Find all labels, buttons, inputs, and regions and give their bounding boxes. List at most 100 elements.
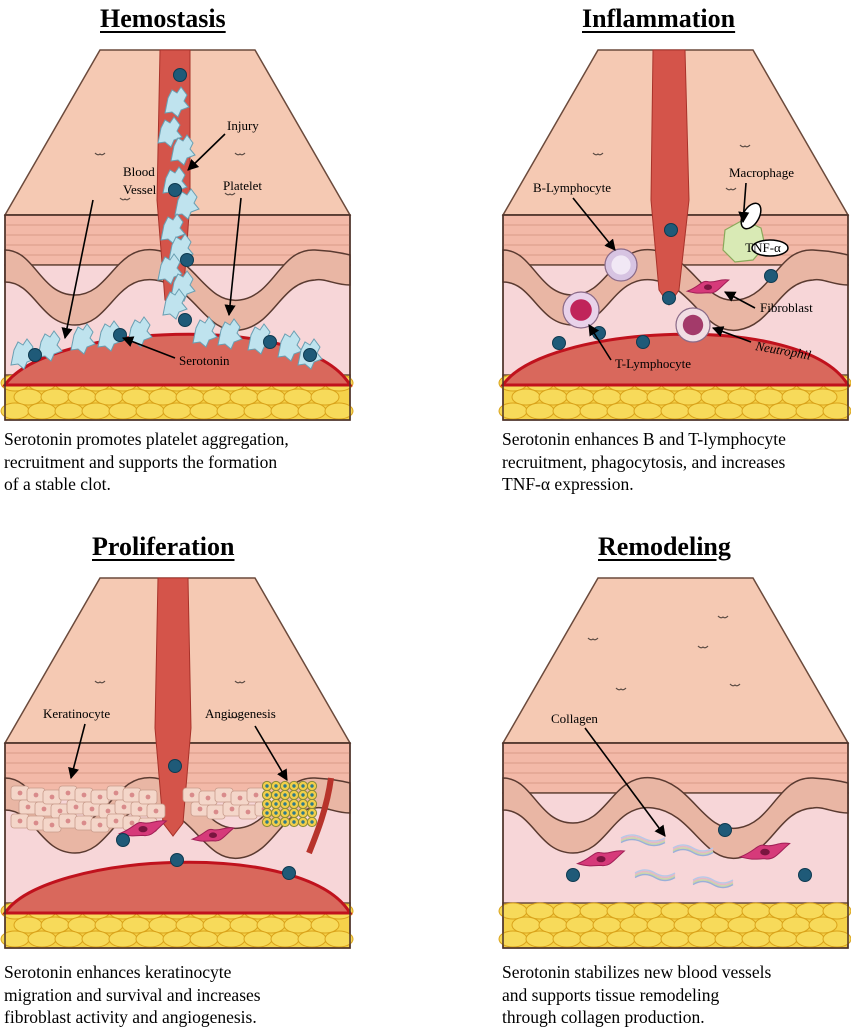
fat-cell — [175, 916, 205, 934]
fat-cell — [795, 402, 825, 420]
fat-cell — [727, 388, 757, 406]
endothelial-nucleus — [292, 793, 296, 797]
fat-cell — [189, 402, 219, 420]
panel-title-remodeling: Remodeling — [598, 532, 731, 561]
keratinocyte-nucleus — [189, 792, 195, 798]
endothelial-nucleus — [301, 793, 305, 797]
wound-injury — [154, 577, 192, 837]
keratinocyte-nucleus — [105, 808, 111, 814]
caption-line: recruitment, phagocytosis, and increases — [502, 451, 786, 472]
endothelial-nucleus — [283, 802, 287, 806]
fat-cell — [256, 916, 286, 934]
fat-cell — [822, 902, 851, 920]
endothelial-nucleus — [265, 802, 269, 806]
fat-cell — [40, 916, 70, 934]
skin-mark — [739, 144, 751, 148]
neutrophil-cell-nucleus — [682, 314, 704, 336]
fat-cell — [162, 930, 192, 948]
fat-cell — [310, 388, 340, 406]
fat-cell — [162, 402, 192, 420]
platelet-cell — [37, 330, 63, 362]
skin-mark — [234, 680, 246, 684]
fat-cell — [216, 930, 246, 948]
keratinocyte-nucleus — [33, 820, 39, 826]
b-lymphocyte-arrow — [572, 197, 616, 251]
new-vessel — [306, 777, 334, 855]
fat-cell — [13, 916, 43, 934]
fat-cell — [822, 930, 851, 948]
keratinocyte-nucleus — [17, 790, 23, 796]
keratinocyte-nucleus — [237, 795, 243, 801]
endothelial-nucleus — [283, 793, 287, 797]
fat-cell — [283, 916, 313, 934]
fat-cell — [646, 916, 676, 934]
angiogenesis-arrow — [254, 725, 288, 781]
keratinocyte-nucleus — [81, 792, 87, 798]
caption-inflammation: Serotonin enhances B and T-lymphocyte re… — [502, 428, 851, 496]
fat-cell — [135, 402, 165, 420]
caption-remodeling: Serotonin stabilizes new blood vessels a… — [502, 961, 851, 1029]
collagen-fiber — [634, 870, 676, 879]
platelet-cell — [170, 134, 196, 166]
collagen-fiber — [620, 835, 666, 844]
skin-mark — [224, 192, 236, 196]
fat-cell — [781, 916, 811, 934]
fat-cell — [27, 930, 57, 948]
serotonin-molecule — [718, 823, 732, 837]
fat-cell — [525, 402, 555, 420]
endothelial-nucleus — [283, 784, 287, 788]
label-angiogenesis: Angiogenesis — [205, 706, 276, 721]
fat-cell — [216, 402, 246, 420]
fat-cell — [714, 930, 744, 948]
fat-cell — [673, 916, 703, 934]
caption-proliferation: Serotonin enhances keratinocyte migratio… — [4, 961, 404, 1029]
endothelial-nucleus — [310, 802, 314, 806]
serotonin-molecule — [636, 335, 650, 349]
endothelial-nucleus — [292, 811, 296, 815]
fat-cell — [687, 902, 717, 920]
caption-line: of a stable clot. — [4, 474, 111, 494]
collagen-fiber — [620, 837, 666, 845]
fat-cell — [27, 402, 57, 420]
fat-cell — [67, 916, 97, 934]
fat-cell — [781, 388, 811, 406]
inflammation-diagram: TNF-αB-LymphocyteMacrophageFibroblastNeu… — [498, 49, 851, 421]
serotonin-molecule — [552, 336, 566, 350]
endothelial-nucleus — [283, 820, 287, 824]
serotonin-molecule — [116, 833, 130, 847]
platelet-arrow — [224, 197, 242, 317]
fat-cell — [511, 916, 541, 934]
serotonin-molecule — [764, 269, 778, 283]
endothelial-nucleus — [301, 802, 305, 806]
skin-mark — [717, 615, 729, 619]
keratinocyte-nucleus — [89, 806, 95, 812]
fat-cell — [297, 930, 327, 948]
endothelial-nucleus — [310, 784, 314, 788]
t-lymphocyte-arrow — [588, 324, 612, 361]
keratinocyte-nucleus — [25, 804, 31, 810]
endothelial-nucleus — [265, 793, 269, 797]
label-macrophage: Macrophage — [729, 165, 794, 180]
collagen-fiber — [620, 834, 666, 842]
keratinocyte-nucleus — [65, 818, 71, 824]
fat-cell — [256, 388, 286, 406]
fat-cell — [741, 902, 771, 920]
fat-cell — [619, 916, 649, 934]
endothelial-nucleus — [310, 820, 314, 824]
skin-mark — [615, 687, 627, 691]
panel-border — [502, 742, 849, 949]
fat-cell — [768, 930, 798, 948]
fat-cell — [511, 388, 541, 406]
neutrophil-arrow — [711, 326, 752, 343]
fat-cell — [687, 930, 717, 948]
fat-cell — [822, 402, 851, 420]
macrophage-arrow — [738, 182, 750, 224]
caption-line: Serotonin stabilizes new blood vessels — [502, 962, 772, 982]
collagen-fiber — [672, 845, 714, 854]
endothelial-nucleus — [292, 820, 296, 824]
fat-cell — [229, 388, 259, 406]
endothelial-nucleus — [274, 820, 278, 824]
serotonin-molecule — [168, 759, 182, 773]
label-serotonin: Serotonin — [179, 353, 230, 368]
